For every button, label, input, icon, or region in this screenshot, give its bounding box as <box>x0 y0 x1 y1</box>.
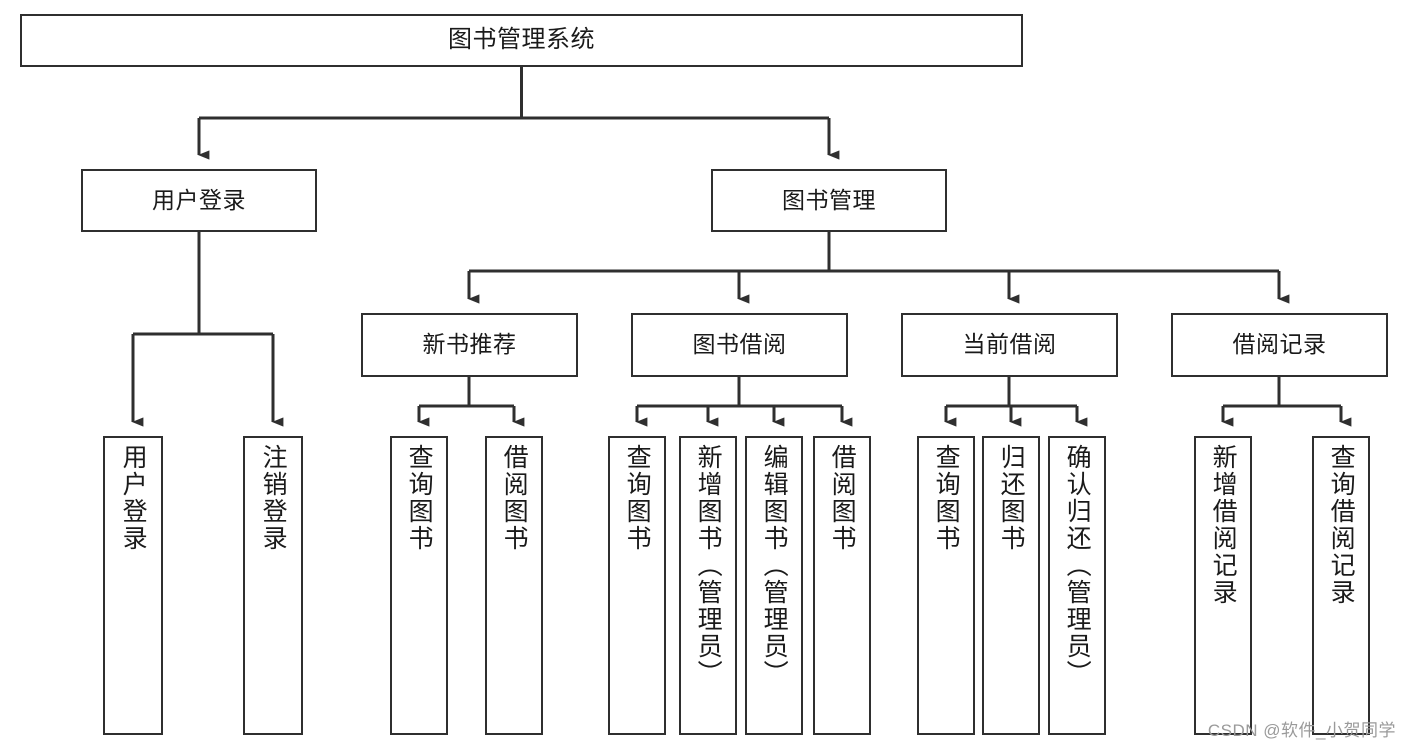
node-root[interactable]: 图书管理系统 <box>20 14 1023 67</box>
node-root-label: 图书管理系统 <box>448 26 595 54</box>
node-leaf-confirm-return[interactable]: 确认归还（管理员） <box>1048 436 1106 735</box>
node-leaf-add-record[interactable]: 新增借阅记录 <box>1194 436 1252 735</box>
node-new-book-recommend-label: 新书推荐 <box>422 331 517 358</box>
node-leaf-query-book-3[interactable]: 查询图书 <box>917 436 975 735</box>
node-leaf-return-book[interactable]: 归还图书 <box>982 436 1040 735</box>
node-leaf-query-book-2-label: 查询图书 <box>623 444 652 552</box>
node-user-login-label: 用户登录 <box>152 186 246 213</box>
node-leaf-user-logout[interactable]: 注销登录 <box>243 436 303 735</box>
node-leaf-user-logout-label: 注销登录 <box>259 444 288 552</box>
node-book-borrow-label: 图书借阅 <box>692 331 787 358</box>
node-book-borrow[interactable]: 图书借阅 <box>631 313 848 377</box>
node-current-borrow-label: 当前借阅 <box>962 331 1057 358</box>
node-leaf-confirm-return-label: 确认归还（管理员） <box>1063 444 1092 687</box>
node-book-manage-label: 图书管理 <box>782 186 876 213</box>
node-borrow-record[interactable]: 借阅记录 <box>1171 313 1388 377</box>
watermark-text: CSDN @软件_小贺同学 <box>1207 721 1396 740</box>
node-leaf-add-record-label: 新增借阅记录 <box>1209 444 1238 606</box>
node-borrow-record-label: 借阅记录 <box>1232 331 1327 358</box>
node-leaf-borrow-book-2[interactable]: 借阅图书 <box>813 436 871 735</box>
node-leaf-edit-book[interactable]: 编辑图书（管理员） <box>745 436 803 735</box>
node-leaf-query-book-1-label: 查询图书 <box>405 444 434 552</box>
node-leaf-edit-book-label: 编辑图书（管理员） <box>760 444 789 687</box>
node-leaf-borrow-book-1[interactable]: 借阅图书 <box>485 436 543 735</box>
node-user-login[interactable]: 用户登录 <box>81 169 317 232</box>
node-leaf-add-book[interactable]: 新增图书（管理员） <box>679 436 737 735</box>
node-leaf-borrow-book-1-label: 借阅图书 <box>500 444 529 552</box>
node-book-manage[interactable]: 图书管理 <box>711 169 947 232</box>
node-leaf-query-book-2[interactable]: 查询图书 <box>608 436 666 735</box>
node-leaf-query-record-label: 查询借阅记录 <box>1327 444 1356 606</box>
node-current-borrow[interactable]: 当前借阅 <box>901 313 1118 377</box>
node-new-book-recommend[interactable]: 新书推荐 <box>361 313 578 377</box>
node-leaf-query-book-1[interactable]: 查询图书 <box>390 436 448 735</box>
node-leaf-query-record[interactable]: 查询借阅记录 <box>1312 436 1370 735</box>
node-leaf-borrow-book-2-label: 借阅图书 <box>828 444 857 552</box>
node-leaf-user-login[interactable]: 用户登录 <box>103 436 163 735</box>
node-leaf-query-book-3-label: 查询图书 <box>932 444 961 552</box>
node-leaf-add-book-label: 新增图书（管理员） <box>694 444 723 687</box>
node-leaf-user-login-label: 用户登录 <box>119 444 148 552</box>
node-leaf-return-book-label: 归还图书 <box>997 444 1026 552</box>
